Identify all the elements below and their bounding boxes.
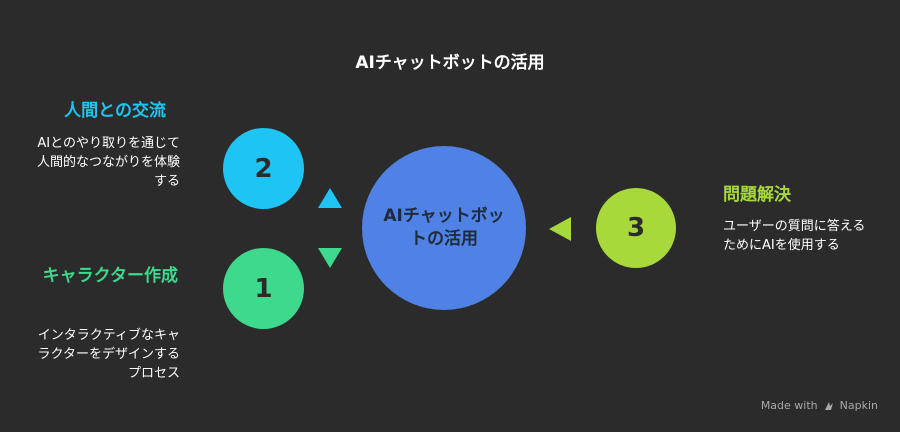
arrow-left-icon <box>549 217 571 241</box>
napkin-brand-text: Napkin <box>839 399 878 412</box>
napkin-logo-icon <box>824 401 833 410</box>
made-with-text: Made with <box>760 399 818 412</box>
circle-step-2: 2 <box>223 128 304 209</box>
description-human-interaction: AIとのやり取りを通じて人間的なつながりを体験する <box>36 136 180 189</box>
heading-character-creation: キャラクター作成 <box>42 266 178 286</box>
description-character-creation: インタラクティブなキャラクターをデザインするプロセス <box>37 328 180 381</box>
heading-problem-solving: 問題解決 <box>723 185 791 205</box>
circle-step-3: 3 <box>596 188 676 268</box>
arrow-down-icon <box>318 248 342 268</box>
center-label: AIチャットボットの活用 <box>383 206 505 249</box>
footer-brand: Made with Napkin <box>761 399 878 412</box>
center-circle: AIチャットボットの活用 <box>362 146 526 310</box>
diagram-title: AIチャットボットの活用 <box>355 53 545 73</box>
circle-step-1: 1 <box>223 248 304 329</box>
heading-human-interaction: 人間との交流 <box>64 101 166 121</box>
arrow-up-icon <box>318 188 342 208</box>
description-problem-solving: ユーザーの質問に答えるためにAIを使用する <box>723 219 866 253</box>
